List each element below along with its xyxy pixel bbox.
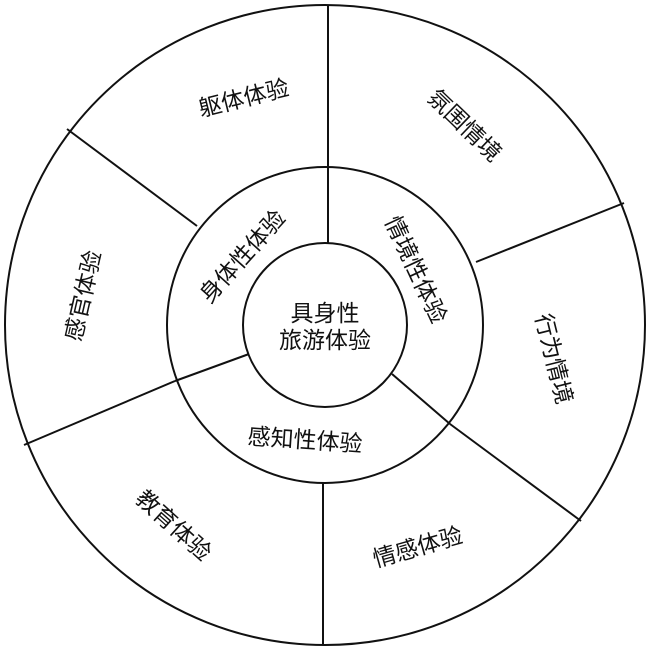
middle-label-situation: 情境性体验: [379, 212, 451, 327]
diagram-structure: [4, 4, 646, 646]
outer-label-torso: 躯体体验: [196, 75, 292, 122]
center-label-line-2: 旅游体验: [279, 328, 371, 354]
inner-circle: [242, 242, 408, 408]
outer-divider-upper-left: [66, 128, 198, 227]
outer-label-education: 教育体验: [130, 486, 216, 567]
outer-circle: [4, 4, 646, 646]
middle-label-body: 身体性体验: [195, 206, 291, 309]
middle-circle: [166, 166, 484, 484]
outer-divider-upper-right: [475, 202, 625, 263]
outer-label-atmosphere: 氛围情境: [422, 85, 506, 168]
outer-label-senses: 感官体验: [61, 248, 107, 343]
center-label-line-1: 具身性: [291, 301, 360, 327]
outer-divider-lower-right: [449, 423, 582, 522]
middle-label-perception: 感知性体验: [247, 424, 364, 458]
outer-label-emotion: 情感体验: [370, 523, 466, 573]
middle-divider-lower-right: [391, 373, 451, 425]
middle-divider-lower-left: [174, 353, 250, 382]
outer-divider-lower-left: [23, 380, 176, 446]
outer-label-behavior: 行为情境: [529, 311, 576, 407]
